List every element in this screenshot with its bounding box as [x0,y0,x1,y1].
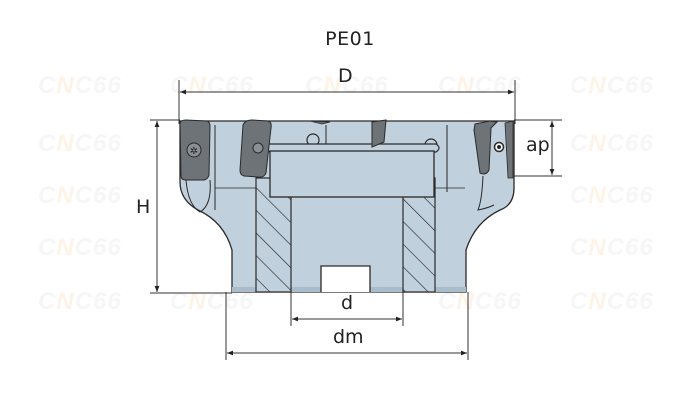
insert-front-right [473,120,499,175]
dimension-label-d: d [341,292,354,314]
inserts: ✲ [179,119,514,213]
dimension-label-H: H [136,196,151,218]
insert-back [371,119,387,148]
drawing-title: PE01 [325,28,375,50]
dimension-label-ap: ap [526,134,550,156]
dimension-label-D: D [338,65,353,87]
dimension-lines [150,80,562,360]
key-slot [320,265,371,292]
arbor-plate [261,143,440,198]
svg-text:✲: ✲ [190,146,198,157]
dimension-label-dm: dm [333,326,364,348]
